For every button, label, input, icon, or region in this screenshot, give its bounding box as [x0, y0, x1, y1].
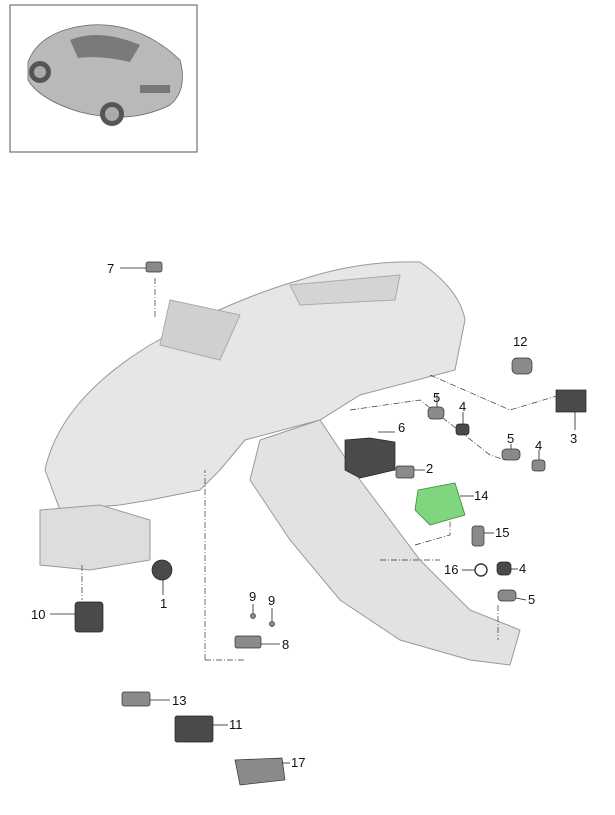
part-12[interactable]: 12	[511, 334, 533, 375]
part-14[interactable]: 14	[414, 482, 488, 526]
svg-text:10: 10	[31, 607, 45, 622]
svg-text:5: 5	[528, 592, 535, 607]
svg-text:4: 4	[535, 438, 542, 453]
part-6[interactable]: 6	[344, 420, 405, 479]
svg-text:15: 15	[495, 525, 509, 540]
part-9b[interactable]: 9	[268, 593, 275, 627]
svg-text:8: 8	[282, 637, 289, 652]
svg-text:5: 5	[433, 390, 440, 405]
svg-text:6: 6	[398, 420, 405, 435]
part-13[interactable]: 13	[121, 691, 186, 708]
dashboard-assembly	[39, 261, 521, 666]
svg-text:9: 9	[268, 593, 275, 608]
svg-text:13: 13	[172, 693, 186, 708]
svg-text:11: 11	[229, 717, 243, 732]
part-4a[interactable]: 4	[455, 399, 470, 436]
part-16[interactable]: 16	[444, 562, 488, 577]
part-5c[interactable]: 5	[497, 589, 535, 607]
svg-text:1: 1	[160, 596, 167, 611]
part-5b[interactable]: 5	[501, 431, 521, 461]
svg-text:7: 7	[107, 261, 114, 276]
part-11[interactable]: 11	[174, 715, 243, 743]
svg-text:3: 3	[570, 431, 577, 446]
part-10[interactable]: 10	[31, 601, 104, 633]
part-9a[interactable]: 9	[249, 589, 256, 619]
part-3[interactable]: 3	[555, 389, 587, 446]
svg-text:2: 2	[426, 461, 433, 476]
part-4b[interactable]: 4	[531, 438, 546, 472]
svg-text:9: 9	[249, 589, 256, 604]
part-7[interactable]: 7	[107, 261, 163, 276]
svg-text:16: 16	[444, 562, 458, 577]
svg-text:5: 5	[507, 431, 514, 446]
part-15[interactable]: 15	[471, 525, 509, 547]
part-17[interactable]: 17	[234, 755, 305, 786]
svg-text:12: 12	[513, 334, 527, 349]
svg-text:17: 17	[291, 755, 305, 770]
part-5a[interactable]: 5	[427, 390, 445, 420]
vehicle-thumbnail[interactable]	[9, 4, 198, 153]
part-8[interactable]: 8	[234, 635, 289, 652]
installation-lines	[81, 278, 561, 661]
svg-text:14: 14	[474, 488, 488, 503]
part-4c[interactable]: 4	[496, 561, 526, 576]
svg-text:4: 4	[519, 561, 526, 576]
part-1[interactable]: 1	[151, 559, 173, 611]
svg-text:4: 4	[459, 399, 466, 414]
part-2[interactable]: 2	[395, 461, 433, 479]
